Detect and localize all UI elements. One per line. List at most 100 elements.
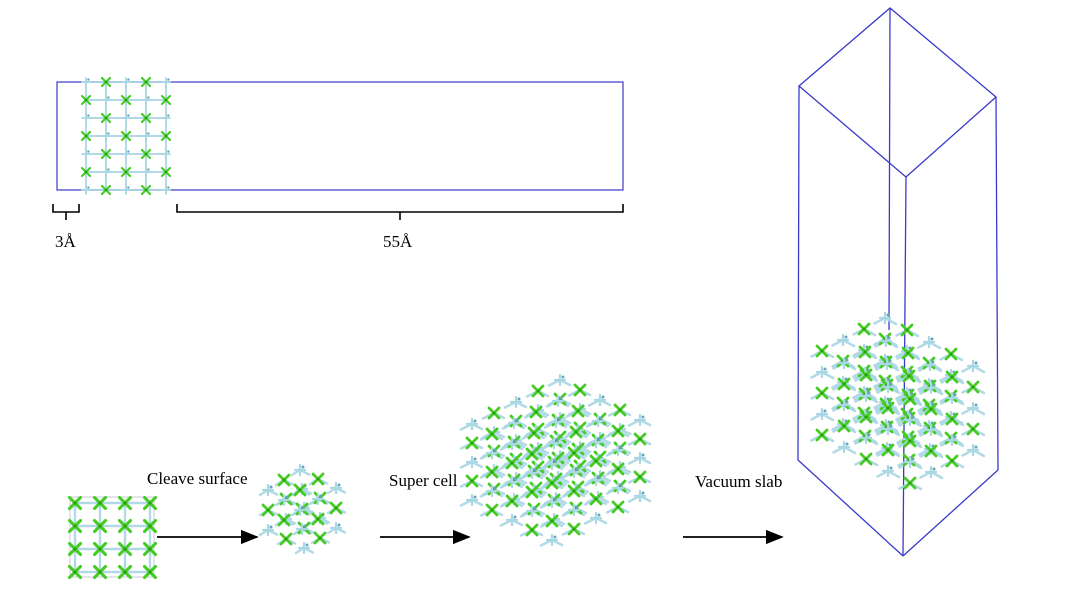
green-atom xyxy=(277,473,291,487)
blue-atom xyxy=(903,455,917,469)
green-atom xyxy=(903,434,917,448)
green-atom xyxy=(569,425,583,439)
cell-top-face xyxy=(797,7,997,178)
green-atom xyxy=(485,465,499,479)
blue-atom xyxy=(837,356,851,370)
green-atom xyxy=(525,485,539,499)
vacuum-slab-cell xyxy=(797,7,999,557)
green-atom xyxy=(545,514,559,528)
blue-atom xyxy=(878,311,892,325)
blue-atom xyxy=(815,365,829,379)
blue-atom xyxy=(880,357,894,371)
green-atom xyxy=(67,541,83,557)
blue-atom xyxy=(859,431,873,445)
blue-atom xyxy=(924,423,938,437)
blue-atom xyxy=(903,413,917,427)
green-atom xyxy=(485,427,499,441)
green-atom xyxy=(966,422,980,436)
cell-edge xyxy=(797,459,904,557)
blue-atom xyxy=(507,416,521,430)
green-atom xyxy=(142,495,158,511)
blue-atom xyxy=(966,359,980,373)
green-atom xyxy=(881,443,895,457)
green-atom xyxy=(567,446,581,460)
slab-thickness-bracket xyxy=(52,204,80,220)
blue-atom xyxy=(81,149,91,159)
blue-atom xyxy=(525,466,539,480)
green-atom xyxy=(966,380,980,394)
blue-atom xyxy=(945,433,959,447)
green-atom xyxy=(100,76,112,88)
blue-atom xyxy=(121,77,131,87)
vacuum-thickness-label: 55Å xyxy=(383,232,413,251)
green-atom xyxy=(80,94,92,106)
green-atom xyxy=(859,368,873,382)
blue-atom xyxy=(553,373,567,387)
blue-atom xyxy=(549,415,563,429)
blue-atom xyxy=(161,149,171,159)
green-atom xyxy=(92,495,108,511)
green-atom xyxy=(311,512,325,526)
green-atom xyxy=(815,386,829,400)
blue-atom xyxy=(485,446,499,460)
blue-atom xyxy=(121,185,131,195)
side-view-slab xyxy=(80,76,172,196)
blue-atom xyxy=(545,533,559,547)
green-atom xyxy=(525,523,539,537)
blue-atom xyxy=(81,185,91,195)
cell-edge xyxy=(888,7,891,331)
green-atom xyxy=(142,541,158,557)
green-atom xyxy=(815,428,829,442)
green-atom xyxy=(160,130,172,142)
green-atom xyxy=(633,470,647,484)
blue-atom xyxy=(121,149,131,159)
green-atom xyxy=(837,419,851,433)
green-atom xyxy=(277,513,291,527)
green-atom xyxy=(329,501,343,515)
cleaved-surface-crystal xyxy=(258,463,347,555)
green-atom xyxy=(92,541,108,557)
blue-atom xyxy=(837,398,851,412)
green-atom xyxy=(571,404,585,418)
blue-atom xyxy=(881,464,895,478)
green-atom xyxy=(567,522,581,536)
green-atom xyxy=(261,503,275,517)
blue-atom xyxy=(633,451,647,465)
blue-atom xyxy=(589,435,603,449)
green-atom xyxy=(900,323,914,337)
green-atom xyxy=(67,518,83,534)
super-cell-crystal xyxy=(459,373,652,547)
green-atom xyxy=(142,518,158,534)
blue-atom xyxy=(81,113,91,123)
green-atom xyxy=(945,370,959,384)
green-atom xyxy=(100,184,112,196)
green-atom xyxy=(611,500,625,514)
blue-atom xyxy=(545,457,559,471)
slab-thickness-label: 3Å xyxy=(55,232,76,251)
green-atom xyxy=(140,112,152,124)
blue-atom xyxy=(923,358,937,372)
side-view-cell-box xyxy=(56,81,624,191)
blue-atom xyxy=(633,413,647,427)
green-atom xyxy=(487,406,501,420)
blue-atom xyxy=(505,513,519,527)
vacuum-thickness-bracket xyxy=(176,204,624,220)
blue-atom xyxy=(465,417,479,431)
blue-atom xyxy=(545,495,559,509)
green-atom xyxy=(529,405,543,419)
green-atom xyxy=(924,402,938,416)
green-atom xyxy=(465,436,479,450)
green-atom xyxy=(858,345,872,359)
blue-atom xyxy=(141,131,151,141)
green-atom xyxy=(589,492,603,506)
green-atom xyxy=(140,148,152,160)
blue-atom xyxy=(525,504,539,518)
green-atom xyxy=(120,166,132,178)
blue-atom xyxy=(505,475,519,489)
blue-atom xyxy=(161,185,171,195)
cleave-surface-label: Cleave surface xyxy=(147,469,248,488)
blue-atom xyxy=(567,465,581,479)
blue-atom xyxy=(633,489,647,503)
blue-atom xyxy=(509,395,523,409)
